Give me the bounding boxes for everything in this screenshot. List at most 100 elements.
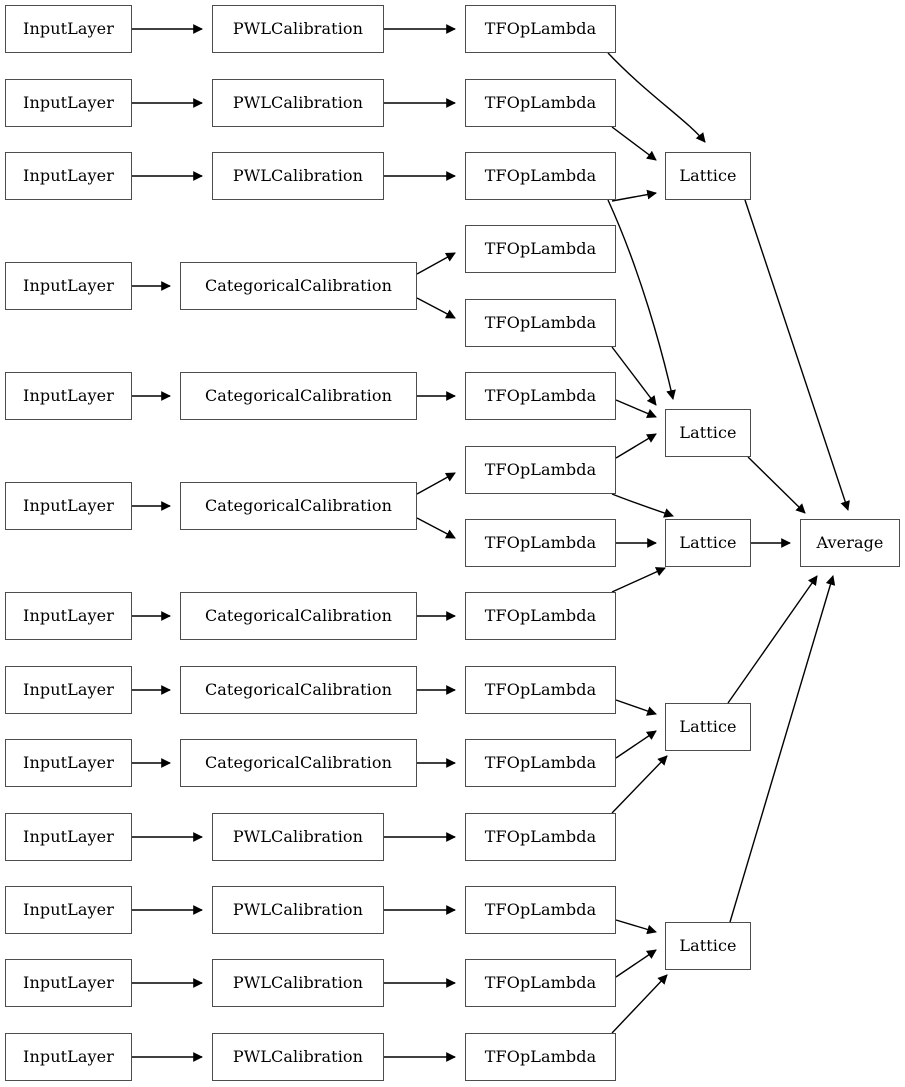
graph-node-label: TFOpLambda <box>484 460 597 479</box>
graph-node-op6[interactable]: TFOpLambda <box>465 372 616 420</box>
edge-op13-to-lat5 <box>615 919 657 935</box>
graph-node-lat3[interactable]: Lattice <box>665 519 751 567</box>
graph-node-in1[interactable]: InputLayer <box>5 5 132 53</box>
graph-node-label: TFOpLambda <box>484 900 597 919</box>
graph-node-label: TFOpLambda <box>484 753 597 772</box>
edge-op2-to-lat1 <box>611 126 657 161</box>
graph-node-cal13[interactable]: PWLCalibration <box>212 1033 384 1081</box>
graph-node-op15[interactable]: TFOpLambda <box>465 1033 616 1081</box>
graph-node-label: PWLCalibration <box>232 93 364 112</box>
graph-node-op9[interactable]: TFOpLambda <box>465 592 616 640</box>
graph-node-in5[interactable]: InputLayer <box>5 372 132 420</box>
edge-op9-to-lat3 <box>611 567 666 593</box>
graph-node-label: TFOpLambda <box>484 239 597 258</box>
graph-node-label: Lattice <box>679 423 737 442</box>
graph-node-in9[interactable]: InputLayer <box>5 739 132 787</box>
graph-node-in11[interactable]: InputLayer <box>5 886 132 934</box>
graph-node-label: TFOpLambda <box>484 973 597 992</box>
graph-node-lat4[interactable]: Lattice <box>665 703 751 751</box>
graph-node-op5[interactable]: TFOpLambda <box>465 299 616 347</box>
edge-cal6-to-op8 <box>416 517 456 539</box>
graph-node-label: TFOpLambda <box>484 386 597 405</box>
graph-node-op4[interactable]: TFOpLambda <box>465 225 616 273</box>
graph-node-label: InputLayer <box>23 386 114 405</box>
graph-node-in6[interactable]: InputLayer <box>5 482 132 530</box>
graph-node-cal5[interactable]: CategoricalCalibration <box>180 372 417 420</box>
graph-node-label: CategoricalCalibration <box>204 753 393 772</box>
edge-cal4-to-op5 <box>416 297 456 319</box>
graph-node-label: PWLCalibration <box>232 166 364 185</box>
graph-node-op12[interactable]: TFOpLambda <box>465 813 616 861</box>
edge-op7-to-lat3 <box>611 493 674 518</box>
graph-node-op2[interactable]: TFOpLambda <box>465 79 616 127</box>
graph-node-label: Lattice <box>679 533 737 552</box>
graph-node-label: Lattice <box>679 717 737 736</box>
graph-node-op14[interactable]: TFOpLambda <box>465 959 616 1007</box>
graph-node-lat2[interactable]: Lattice <box>665 409 751 457</box>
graph-node-cal1[interactable]: PWLCalibration <box>212 5 384 53</box>
graph-node-in10[interactable]: InputLayer <box>5 813 132 861</box>
graph-node-cal9[interactable]: CategoricalCalibration <box>180 739 417 787</box>
edge-lat2-to-avg <box>747 456 806 514</box>
edge-lat4-to-avg <box>727 575 818 704</box>
edge-op6-to-lat2 <box>615 399 657 419</box>
graph-node-in13[interactable]: InputLayer <box>5 1033 132 1081</box>
graph-node-cal6[interactable]: CategoricalCalibration <box>180 482 417 530</box>
graph-node-label: TFOpLambda <box>484 827 597 846</box>
graph-node-label: InputLayer <box>23 93 114 112</box>
graph-node-label: InputLayer <box>23 753 114 772</box>
edge-op7-to-lat2 <box>615 433 657 459</box>
graph-node-cal7[interactable]: CategoricalCalibration <box>180 592 417 640</box>
graph-node-label: InputLayer <box>23 1047 114 1066</box>
graph-node-op3[interactable]: TFOpLambda <box>465 152 616 200</box>
graph-node-label: PWLCalibration <box>232 973 364 992</box>
graph-node-in8[interactable]: InputLayer <box>5 666 132 714</box>
edge-op1-to-lat1 <box>607 52 706 143</box>
graph-node-label: TFOpLambda <box>484 313 597 332</box>
graph-node-label: TFOpLambda <box>484 606 597 625</box>
graph-node-op10[interactable]: TFOpLambda <box>465 666 616 714</box>
graph-node-label: PWLCalibration <box>232 900 364 919</box>
graph-node-label: InputLayer <box>23 900 114 919</box>
graph-node-cal11[interactable]: PWLCalibration <box>212 886 384 934</box>
graph-node-label: InputLayer <box>23 680 114 699</box>
graph-node-op13[interactable]: TFOpLambda <box>465 886 616 934</box>
graph-node-cal10[interactable]: PWLCalibration <box>212 813 384 861</box>
graph-node-label: TFOpLambda <box>484 166 597 185</box>
graph-node-in7[interactable]: InputLayer <box>5 592 132 640</box>
graph-node-avg[interactable]: Average <box>800 519 900 567</box>
graph-node-cal3[interactable]: PWLCalibration <box>212 152 384 200</box>
graph-node-label: TFOpLambda <box>484 533 597 552</box>
edge-op3-to-lat1 <box>611 189 657 202</box>
edge-op5-to-lat2 <box>611 346 657 406</box>
graph-node-cal12[interactable]: PWLCalibration <box>212 959 384 1007</box>
graph-node-op7[interactable]: TFOpLambda <box>465 446 616 494</box>
edge-op12-to-lat4 <box>611 755 668 814</box>
graph-node-label: InputLayer <box>23 827 114 846</box>
graph-node-op11[interactable]: TFOpLambda <box>465 739 616 787</box>
edge-cal6-to-op7 <box>416 472 456 495</box>
graph-node-label: InputLayer <box>23 166 114 185</box>
graph-node-label: InputLayer <box>23 496 114 515</box>
graph-node-op1[interactable]: TFOpLambda <box>465 5 616 53</box>
graph-node-cal8[interactable]: CategoricalCalibration <box>180 666 417 714</box>
graph-node-label: Average <box>816 533 884 552</box>
graph-node-lat1[interactable]: Lattice <box>665 152 751 200</box>
graph-node-in3[interactable]: InputLayer <box>5 152 132 200</box>
graph-node-in4[interactable]: InputLayer <box>5 262 132 310</box>
graph-node-cal4[interactable]: CategoricalCalibration <box>180 262 417 310</box>
graph-node-label: TFOpLambda <box>484 19 597 38</box>
graph-node-op8[interactable]: TFOpLambda <box>465 519 616 567</box>
graph-node-label: CategoricalCalibration <box>204 606 393 625</box>
graph-node-label: TFOpLambda <box>484 680 597 699</box>
graph-node-label: InputLayer <box>23 973 114 992</box>
graph-node-lat5[interactable]: Lattice <box>665 922 751 970</box>
graph-node-in12[interactable]: InputLayer <box>5 959 132 1007</box>
graph-node-label: TFOpLambda <box>484 1047 597 1066</box>
graph-node-label: InputLayer <box>23 606 114 625</box>
graph-node-in2[interactable]: InputLayer <box>5 79 132 127</box>
graph-node-label: TFOpLambda <box>484 93 597 112</box>
graph-node-label: InputLayer <box>23 19 114 38</box>
graph-node-cal2[interactable]: PWLCalibration <box>212 79 384 127</box>
